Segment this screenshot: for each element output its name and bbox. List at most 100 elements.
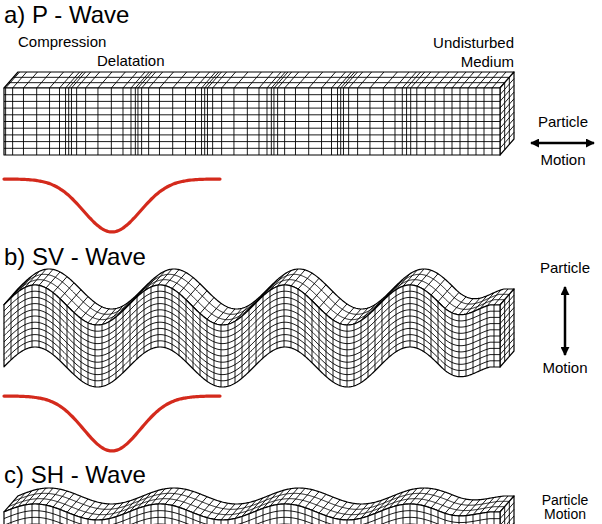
pulse-curves: [4, 179, 220, 451]
grid-line: [298, 506, 299, 524]
grid-line: [509, 294, 510, 356]
grid-line: [88, 307, 102, 323]
grid-line: [480, 497, 494, 513]
grid-line: [338, 72, 352, 155]
grid-line: [200, 298, 214, 314]
grid-line: [221, 504, 235, 520]
grid-line: [347, 520, 348, 524]
grid-line: [277, 505, 278, 524]
grid-line: [39, 504, 40, 524]
grid-line: [298, 273, 312, 289]
axis-label: Motion: [520, 506, 602, 522]
grid-line: [322, 72, 336, 155]
grid-line: [410, 504, 411, 524]
grid-line: [480, 513, 481, 524]
grid-line: [403, 270, 417, 286]
grid-line: [425, 72, 439, 155]
grid-line: [158, 269, 172, 285]
grid-line: [340, 308, 354, 324]
zone-label: Delatation: [97, 52, 237, 69]
grid-line: [214, 307, 228, 323]
grid-line: [179, 277, 193, 293]
grid-line: [504, 507, 505, 524]
grid-line: [295, 72, 309, 155]
grid-line: [11, 509, 12, 524]
grid-line: [46, 489, 60, 505]
panel-title: b) SV - Wave: [4, 243, 264, 271]
grid-line: [4, 132, 514, 148]
grid-line: [200, 515, 201, 524]
grid-line: [98, 72, 112, 155]
grid-line: [4, 99, 514, 115]
grid-line: [431, 279, 445, 295]
grid-line: [207, 303, 221, 319]
grid-line: [159, 72, 173, 155]
grid-line: [13, 493, 509, 509]
grid-line: [25, 505, 26, 524]
grid-line: [410, 488, 424, 504]
grid-line: [410, 269, 424, 285]
grid-line: [53, 277, 67, 293]
grid-line: [424, 506, 425, 524]
grid-line: [214, 519, 215, 524]
grid-line: [343, 72, 357, 155]
grid-line: [500, 345, 514, 361]
grid-line: [487, 496, 501, 512]
grid-line: [438, 286, 452, 302]
front-face: [4, 504, 500, 524]
grid-line: [445, 292, 459, 308]
grid-line: [46, 505, 47, 524]
grid-line: [158, 504, 159, 524]
grid-line: [67, 290, 81, 306]
grid-line: [305, 278, 319, 294]
grid-line: [4, 341, 500, 381]
grid-line: [172, 273, 186, 289]
grid-line: [271, 72, 285, 155]
zone-label: Undisturbed Medium: [404, 33, 514, 71]
grid-line: [95, 520, 96, 524]
front-face: [4, 285, 500, 387]
axis-label: Motion: [520, 359, 602, 376]
grid-line: [249, 514, 250, 524]
grid-line: [468, 72, 482, 155]
grid-line: [81, 517, 82, 524]
grid-line: [4, 511, 500, 524]
grid-line: [165, 488, 179, 504]
grid-line: [452, 499, 466, 515]
grid-line: [270, 506, 271, 524]
grid-line: [71, 72, 85, 155]
grid-line: [165, 504, 166, 524]
sh-wave-block: [4, 488, 514, 524]
grid-line: [214, 503, 228, 519]
grid-line: [4, 119, 514, 135]
grid-line: [403, 488, 417, 504]
grid-line: [460, 72, 474, 155]
grid-line: [396, 506, 397, 524]
grid-line: [186, 284, 200, 300]
side-face: [500, 289, 514, 367]
grid-line: [221, 520, 222, 524]
grid-line: [81, 303, 95, 319]
motion-arrow: [564, 287, 567, 355]
grid-line: [484, 72, 498, 155]
grid-line: [172, 489, 186, 505]
grid-line: [207, 72, 221, 155]
grid-line: [326, 298, 340, 314]
grid-line: [53, 491, 67, 507]
grid-line: [39, 488, 53, 504]
grid-line: [340, 519, 341, 524]
grid-line: [319, 513, 320, 524]
grid-line: [424, 274, 438, 290]
grid-line: [173, 72, 187, 155]
grid-line: [340, 503, 354, 519]
grid-line: [4, 517, 500, 524]
panel-title: c) SH - Wave: [4, 461, 264, 489]
grid-line: [309, 72, 323, 155]
grid-line: [487, 512, 488, 524]
sv-wave-block: [4, 269, 514, 387]
grid-line: [88, 503, 102, 519]
pulse-curve: [4, 396, 220, 451]
panel-title: a) P - Wave: [4, 1, 264, 29]
grid-line: [444, 72, 458, 155]
grid-line: [284, 269, 298, 285]
